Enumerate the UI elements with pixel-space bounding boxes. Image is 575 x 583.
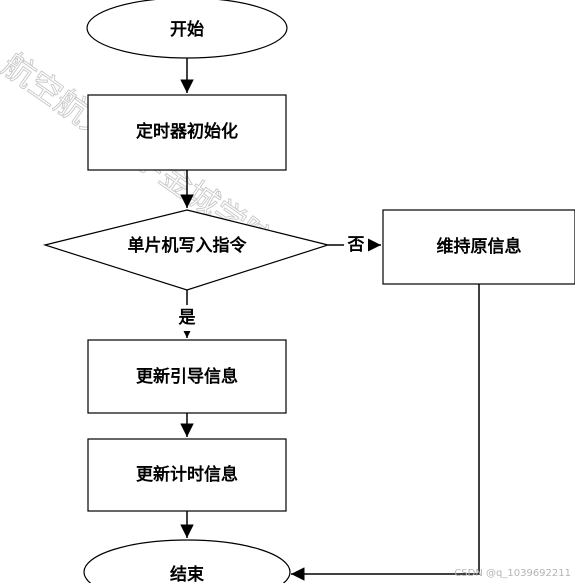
edge-label-no: 否	[347, 235, 365, 255]
timer-init-node	[87, 94, 287, 171]
keep-info-label: 维持原信息	[437, 236, 522, 257]
update-guide-label: 更新引导信息	[136, 366, 238, 387]
edge-keep-info-to-end	[291, 284, 480, 581]
edge-label-yes: 是	[179, 308, 196, 328]
update-timer-label: 更新计时信息	[136, 464, 238, 485]
keep-info-node	[382, 209, 575, 285]
timer-init-label: 定时器初始化	[136, 121, 238, 142]
start-node	[86, 0, 288, 59]
decision-node	[42, 209, 331, 291]
credit-text: CSDN @q_1039692211	[454, 568, 571, 579]
update-timer-node	[87, 438, 287, 512]
update-guide-node	[87, 339, 287, 414]
yes-label-bg	[174, 305, 200, 331]
end-node	[83, 539, 291, 583]
end-node-label: 结束	[170, 564, 204, 583]
decision-label: 单片机写入指令	[128, 235, 248, 256]
no-label-bg	[344, 233, 368, 257]
start-node-label: 开始	[170, 19, 204, 40]
